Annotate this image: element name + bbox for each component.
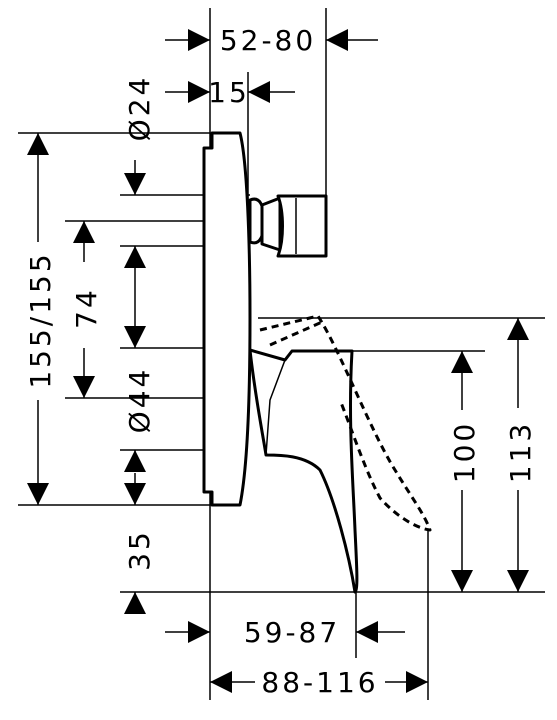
label-dia-24: Ø24 [123,75,156,142]
diverter-knob [276,194,328,258]
label-59-87: 59-87 [244,616,340,649]
label-52-80: 52-80 [220,24,316,57]
lever-body [248,348,359,594]
label-74: 74 [70,287,103,329]
label-113: 113 [504,421,537,483]
label-100: 100 [448,421,481,483]
arrowheads [27,29,529,693]
label-155-155: 155/155 [24,251,57,388]
label-15: 15 [208,76,250,109]
mixer-fixture [202,131,432,594]
label-88-116: 88-116 [261,666,378,699]
diverter-collar [260,196,282,252]
cover-plate [202,131,252,507]
extension-lines [18,8,545,700]
label-dia-44: Ø44 [123,367,156,434]
label-35: 35 [123,529,156,571]
lever-dashed-outline [259,314,432,532]
dimension-labels: 52-80 15 Ø24 155/155 74 Ø44 35 100 113 5… [24,24,537,699]
